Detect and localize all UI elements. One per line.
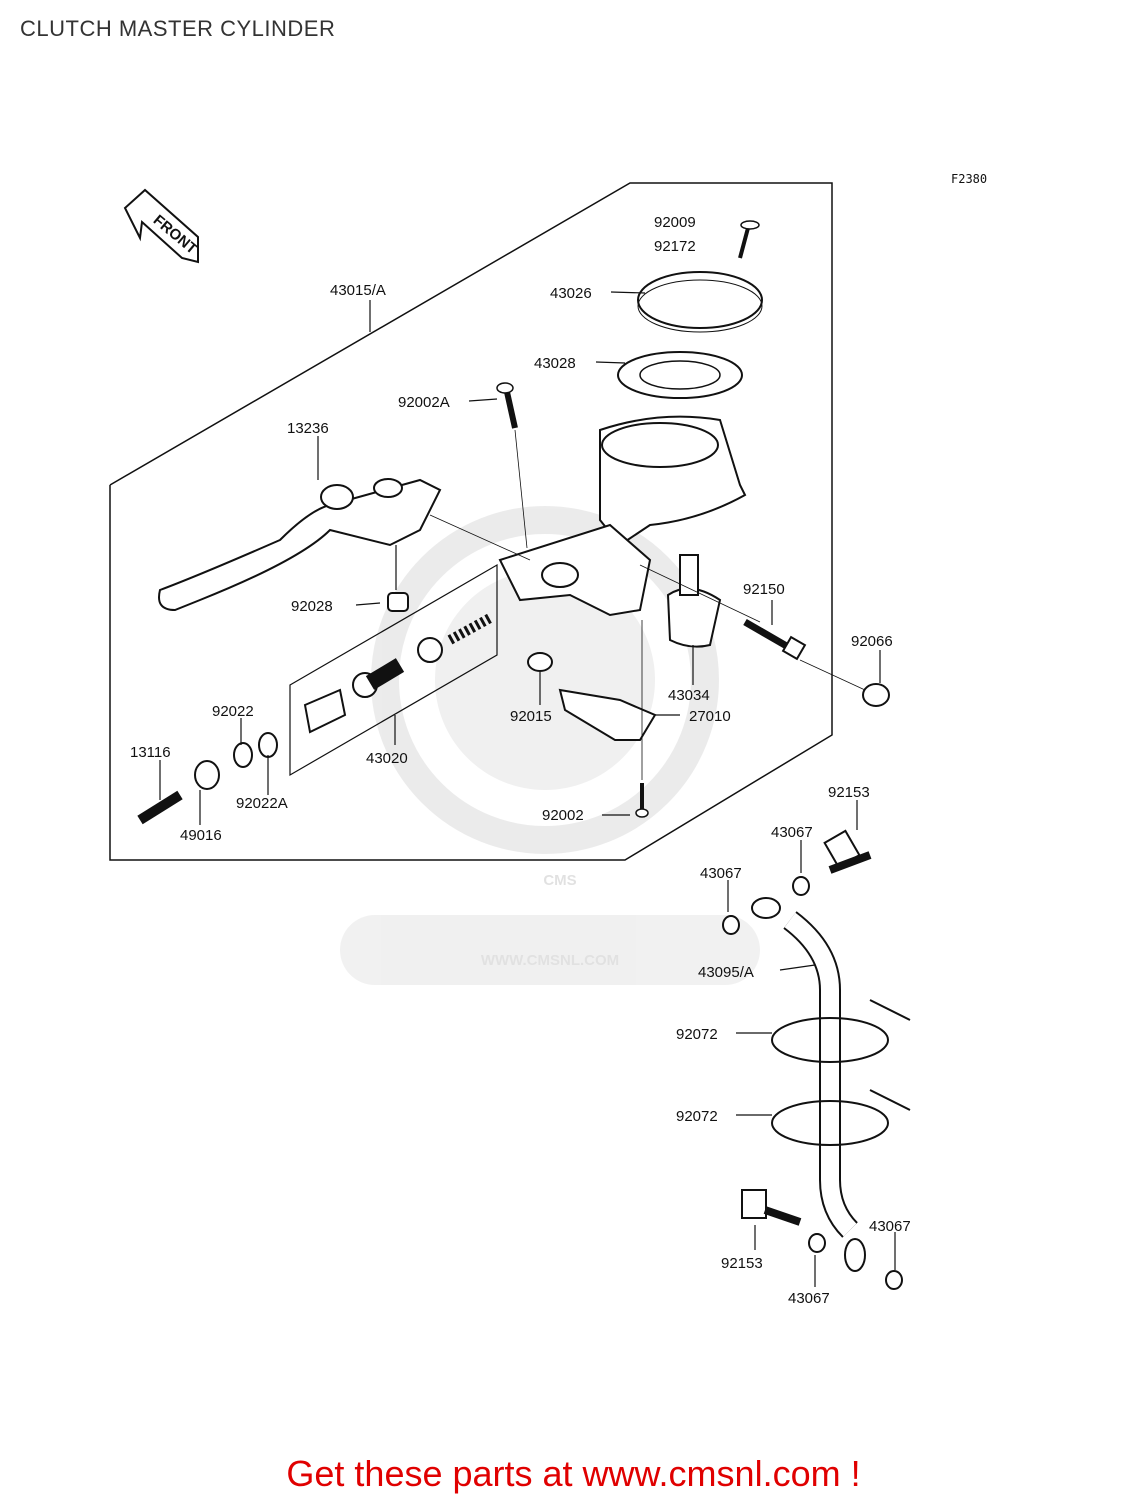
washer-icon [722,876,903,1290]
part-label[interactable]: 92072 [676,1108,718,1125]
page-title: CLUTCH MASTER CYLINDER [20,16,336,41]
watermark-site: WWW.CMSNL.COM [481,952,619,969]
figure-code: F2380 [951,172,988,186]
part-label[interactable]: 43015/A [330,282,386,299]
part-label[interactable]: 43067 [869,1218,911,1235]
screw-92002-icon [635,783,649,818]
cap-icon [862,683,890,707]
diaphragm-icon [617,351,743,399]
hose-clamp-icon [771,999,911,1146]
piston-kit-icon [303,613,493,734]
part-label[interactable]: 43067 [771,824,813,841]
part-label[interactable]: 92009 [654,214,696,231]
seal-kit-outline [289,563,498,777]
master-cylinder-body-icon [498,415,747,617]
part-label[interactable]: 92028 [291,598,333,615]
watermark-logo: CMS [543,872,576,889]
watermark: WWW.CMSNL.COM CMS [340,506,760,985]
part-label[interactable]: 92150 [743,581,785,598]
part-label[interactable]: 92002A [398,394,450,411]
nut-icon [527,652,553,672]
front-arrow-icon: FRONT [123,188,200,264]
part-label[interactable]: 92022 [212,703,254,720]
reservoir-cap-icon [637,271,763,333]
part-label[interactable]: 92172 [654,238,696,255]
part-label[interactable]: 49016 [180,827,222,844]
part-labels: 92009 92172 43015/A 43026 43028 92002A 1… [130,214,911,1307]
footer-link[interactable]: Get these parts at www.cmsnl.com ! [286,1453,861,1494]
clamp-icon [666,554,722,648]
clamp-bolt-icon [743,618,807,661]
part-label[interactable]: 43028 [534,355,576,372]
part-label[interactable]: 43067 [788,1290,830,1307]
part-label[interactable]: 43034 [668,687,710,704]
part-label[interactable]: 92002 [542,807,584,824]
collar-icon [387,592,409,612]
assembly-outline [109,182,833,861]
clutch-hose-icon [751,897,866,1272]
part-label[interactable]: 13116 [130,744,171,761]
part-label[interactable]: 43067 [700,865,742,882]
screw-icon [738,220,760,259]
part-label[interactable]: 27010 [689,708,731,725]
part-label[interactable]: 92022A [236,795,288,812]
part-label[interactable]: 13236 [287,420,329,437]
part-label[interactable]: 92015 [510,708,552,725]
clutch-switch-icon [558,688,657,741]
parts-diagram: WWW.CMSNL.COM CMS FRONT [109,182,911,1307]
part-label[interactable]: 92153 [721,1255,763,1272]
adjuster-icon [137,732,278,825]
clutch-lever-icon [158,478,442,612]
banjo-bolt-icon [741,829,872,1226]
part-label[interactable]: 92153 [828,784,870,801]
leader-lines [159,291,896,1287]
part-label[interactable]: 43095/A [698,964,754,981]
part-label[interactable]: 92072 [676,1026,718,1043]
part-label[interactable]: 43020 [366,750,408,767]
screw-92002a-icon [496,382,518,429]
part-label[interactable]: 92066 [851,633,893,650]
part-label[interactable]: 43026 [550,285,592,302]
